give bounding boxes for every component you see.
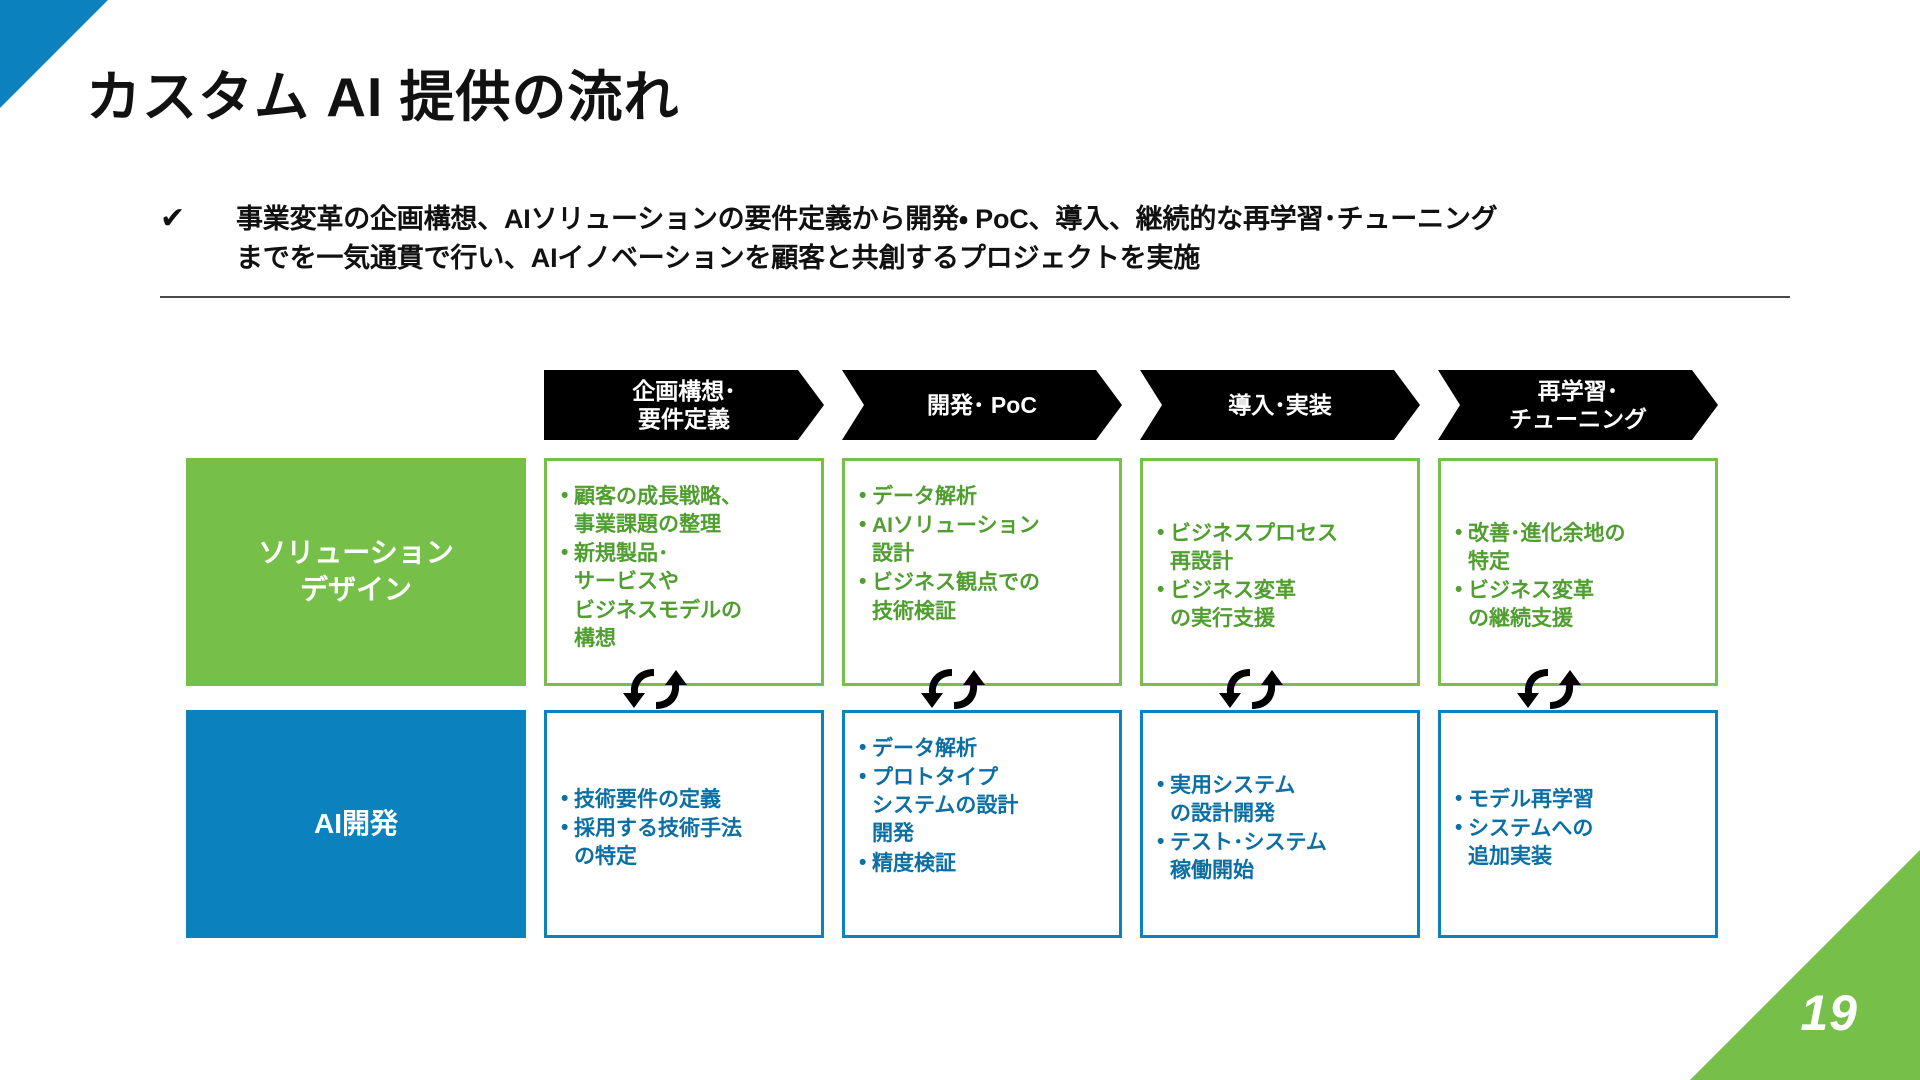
- matrix-grid: ソリューション デザイン AI開発 顧客の成長戦略、 事業課題の整理 新規製品･…: [186, 458, 1718, 938]
- phase-header-3: 再学習･ チューニング: [1438, 370, 1718, 440]
- list-item: プロトタイプ システムの設計 開発: [859, 763, 1105, 848]
- row-label-column: ソリューション デザイン AI開発: [186, 458, 526, 938]
- cell-solution-2: ビジネスプロセス 再設計 ビジネス変革 の実行支援: [1140, 458, 1420, 686]
- phase-columns: 顧客の成長戦略、 事業課題の整理 新規製品･ サービスや ビジネスモデルの 構想…: [544, 458, 1718, 938]
- list-item: 採用する技術手法 の特定: [561, 814, 807, 871]
- list-item: ビジネスプロセス 再設計: [1157, 519, 1403, 576]
- check-icon: ✔: [160, 202, 186, 235]
- cell-aidev-2: 実用システム の設計開発 テスト･システム 稼働開始: [1140, 710, 1420, 938]
- list-item: テスト･システム 稼働開始: [1157, 828, 1403, 885]
- list-item: ビジネス観点での 技術検証: [859, 568, 1105, 625]
- list-item: 精度検証: [859, 848, 1105, 878]
- cell-aidev-1: データ解析 プロトタイプ システムの設計 開発 精度検証: [842, 710, 1122, 938]
- phase-column-0: 顧客の成長戦略、 事業課題の整理 新規製品･ サービスや ビジネスモデルの 構想…: [544, 458, 824, 938]
- cell-solution-0: 顧客の成長戦略、 事業課題の整理 新規製品･ サービスや ビジネスモデルの 構想: [544, 458, 824, 686]
- list-item: データ解析: [859, 734, 1105, 763]
- cell-aidev-3: モデル再学習 システムへの 追加実装: [1438, 710, 1718, 938]
- header-divider: [160, 296, 1790, 298]
- lead-line-1: 事業変革の企画構想、AIソリューションの要件定義から開発・ PoC、導入、継続的…: [236, 204, 1498, 234]
- list-item: ビジネス変革 の継続支援: [1455, 576, 1701, 633]
- list-item: 顧客の成長戦略、 事業課題の整理: [561, 482, 807, 539]
- lead-line-2: までを一気通貫で行い、AIイノベーションを顧客と共創するプロジェクトを実施: [236, 243, 1201, 274]
- list-item: システムへの 追加実装: [1455, 814, 1701, 871]
- phase-header-2: 導入･実装: [1140, 370, 1420, 440]
- cell-solution-3: 改善･進化余地の 特定 ビジネス変革 の継続支援: [1438, 458, 1718, 686]
- bottom-right-corner-decoration: [1690, 850, 1920, 1080]
- page-number: 19: [1800, 985, 1858, 1041]
- list-item: データ解析: [859, 482, 1105, 511]
- phase-column-3: 改善･進化余地の 特定 ビジネス変革 の継続支援 モデル再学習 システムへの 追…: [1438, 458, 1718, 938]
- list-item: 技術要件の定義: [561, 785, 807, 814]
- cell-aidev-0: 技術要件の定義 採用する技術手法 の特定: [544, 710, 824, 938]
- list-item: 実用システム の設計開発: [1157, 771, 1403, 828]
- phase-header-0: 企画構想･ 要件定義: [544, 370, 824, 440]
- list-item: 改善･進化余地の 特定: [1455, 519, 1701, 576]
- phase-column-2: ビジネスプロセス 再設計 ビジネス変革 の実行支援 実用システム の設計開発 テ…: [1140, 458, 1420, 938]
- list-item: ビジネス変革 の実行支援: [1157, 576, 1403, 633]
- list-item: AIソリューション 設計: [859, 511, 1105, 568]
- row-label-ai-development: AI開発: [186, 710, 526, 938]
- lead-bullet: ✔ 事業変革の企画構想、AIソリューションの要件定義から開発・ PoC、導入、継…: [160, 200, 1790, 278]
- list-item: 新規製品･ サービスや ビジネスモデルの 構想: [561, 539, 807, 653]
- phase-header-1: 開発･ PoC: [842, 370, 1122, 440]
- page-title: カスタム AI 提供の流れ: [86, 66, 680, 128]
- row-label-solution-design: ソリューション デザイン: [186, 458, 526, 686]
- top-left-corner-decoration: [0, 0, 108, 108]
- lead-bullet-text: 事業変革の企画構想、AIソリューションの要件定義から開発・ PoC、導入、継続的…: [236, 200, 1498, 278]
- list-item: モデル再学習: [1455, 785, 1701, 814]
- phase-header-row: 企画構想･ 要件定義 開発･ PoC 導入･実装 再学習･ チューニング: [544, 370, 1718, 440]
- phase-column-1: データ解析 AIソリューション 設計 ビジネス観点での 技術検証 データ解析 プ…: [842, 458, 1122, 938]
- cell-solution-1: データ解析 AIソリューション 設計 ビジネス観点での 技術検証: [842, 458, 1122, 686]
